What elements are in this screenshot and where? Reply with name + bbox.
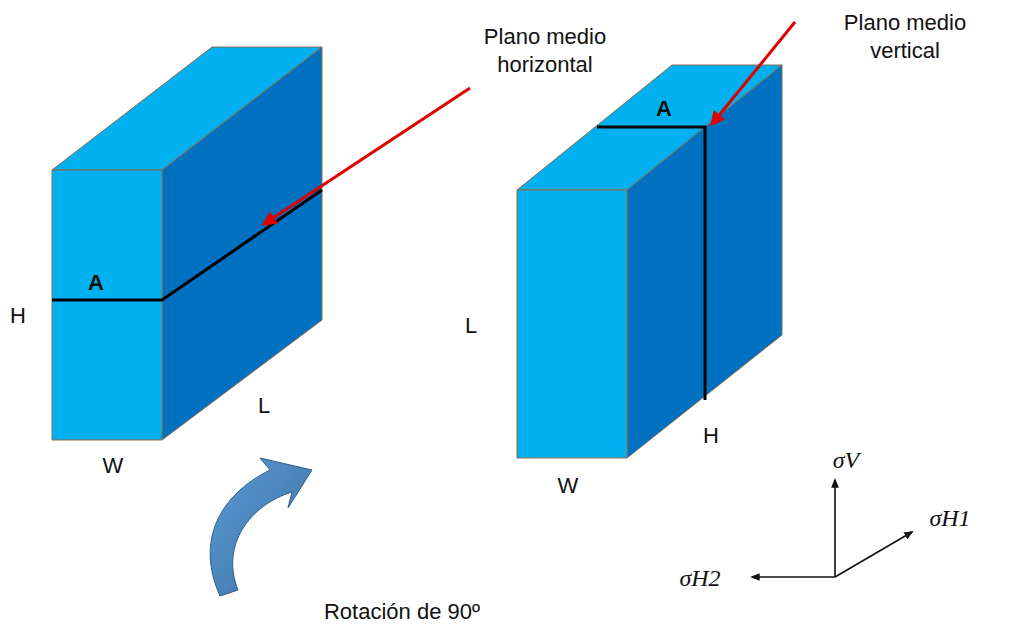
plane-label: Plano medio vertical (840, 9, 970, 64)
dimension-label: L (465, 312, 477, 340)
dimension-label: L (258, 392, 270, 420)
leader-arrow (264, 88, 470, 224)
dimension-label: H (703, 422, 719, 450)
stress-axes (752, 480, 912, 577)
stress-label: σH2 (679, 563, 720, 593)
leader-arrow (712, 22, 795, 124)
dimension-label: A (656, 95, 672, 123)
mid-plane-line (52, 190, 322, 300)
stress-label: σV (833, 445, 860, 475)
vertical-block (517, 65, 782, 458)
rotation-arrow (210, 458, 312, 596)
plane-label: Plano medio horizontal (465, 23, 625, 78)
dimension-label: H (10, 302, 26, 330)
dimension-label: W (558, 472, 579, 500)
stress-label: σH1 (929, 503, 970, 533)
dimension-label: W (103, 452, 124, 480)
horizontal-block (52, 47, 322, 440)
dimension-label: A (88, 269, 104, 297)
rotation-label: Rotación de 90º (324, 598, 480, 626)
mid-plane-line (597, 127, 705, 400)
